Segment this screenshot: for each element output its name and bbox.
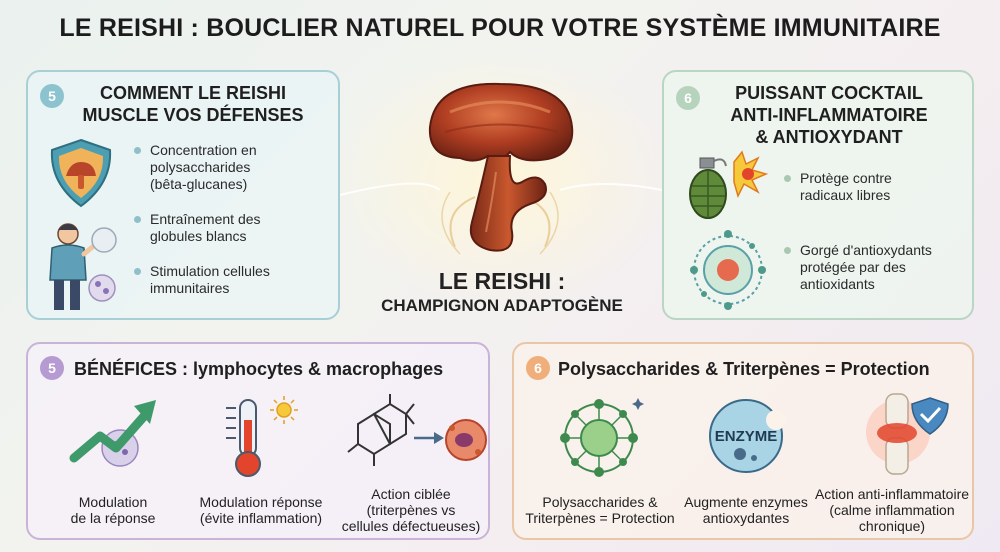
- step-badge: 5: [40, 84, 64, 108]
- bullet-polysaccharides: Concentration en polysaccharides (bêta-g…: [134, 142, 334, 193]
- page-title: LE REISHI : BOUCLIER NATUREL POUR VOTRE …: [59, 14, 941, 42]
- step-badge: 6: [526, 356, 550, 380]
- panel-protection: 6 Polysaccharides & Triterpènes = Protec…: [512, 342, 974, 540]
- caption-action-ciblee: Action ciblée (triterpènes vs cellules d…: [341, 486, 481, 534]
- panel-defenses: 5 COMMENT LE REISHI MUSCLE VOS DÉFENSES …: [26, 70, 340, 320]
- bullet-radicaux: Protège contre radicaux libres: [784, 170, 970, 204]
- step-badge: 6: [676, 86, 700, 110]
- step-badge: 5: [40, 356, 64, 380]
- panel-protection-title: Polysaccharides & Triterpènes = Protecti…: [558, 359, 930, 379]
- panel-benefices-title: BÉNÉFICES : lymphocytes & macrophages: [74, 359, 444, 379]
- joint-shield-icon: [866, 393, 949, 475]
- bullet-globules: Entraînement des globules blancs: [134, 211, 334, 245]
- shield-icon: [50, 138, 112, 208]
- panel-cocktail-title: PUISSANT COCKTAIL ANTI-INFLAMMATOIRE & A…: [730, 83, 928, 147]
- caption-anti-inflammatoire: Action anti-inflammatoire (calme inflamm…: [814, 486, 970, 534]
- doctor-icon: [49, 223, 117, 310]
- defenses-bullets: Concentration en polysaccharides (bêta-g…: [134, 142, 334, 297]
- polysaccharide-network-icon: [560, 398, 644, 477]
- caption-modulation: Modulation de la réponse: [70, 494, 156, 526]
- caption-modulation-reponse: Modulation réponse (évite inflammation): [199, 494, 323, 526]
- panel-cocktail: 6 PUISSANT COCKTAIL ANTI-INFLAMMATOIRE &…: [662, 70, 974, 320]
- panel-defenses-title: COMMENT LE REISHI MUSCLE VOS DÉFENSES: [82, 83, 304, 125]
- bullet-stimulation: Stimulation cellules immunitaires: [134, 263, 334, 297]
- enzyme-label: ENZYME: [714, 428, 778, 445]
- molecule-to-cell-icon: [347, 394, 487, 466]
- enzyme-icon: [709, 399, 786, 473]
- panel-benefices: 5 BÉNÉFICES : lymphocytes & macrophages …: [26, 342, 490, 540]
- growth-arrow-icon: [69, 400, 156, 467]
- center-title: LE REISHI :: [438, 268, 566, 294]
- thermometer-icon: [226, 396, 298, 477]
- caption-enzymes: Augmente enzymes antioxydantes: [684, 494, 808, 526]
- reishi-mushroom-icon: [428, 82, 574, 255]
- caption-polysaccharides: Polysaccharides & Triterpènes = Protecti…: [525, 494, 675, 526]
- grenade-icon: [689, 150, 769, 219]
- cocktail-bullets: Protège contre radicaux libres Gorgé d'a…: [784, 170, 970, 293]
- bullet-antioxydants: Gorgé d'antioxydants protégée par des an…: [784, 242, 970, 293]
- antioxidant-cell-icon: [690, 230, 766, 310]
- center-subtitle: CHAMPIGNON ADAPTOGÈNE: [381, 296, 623, 315]
